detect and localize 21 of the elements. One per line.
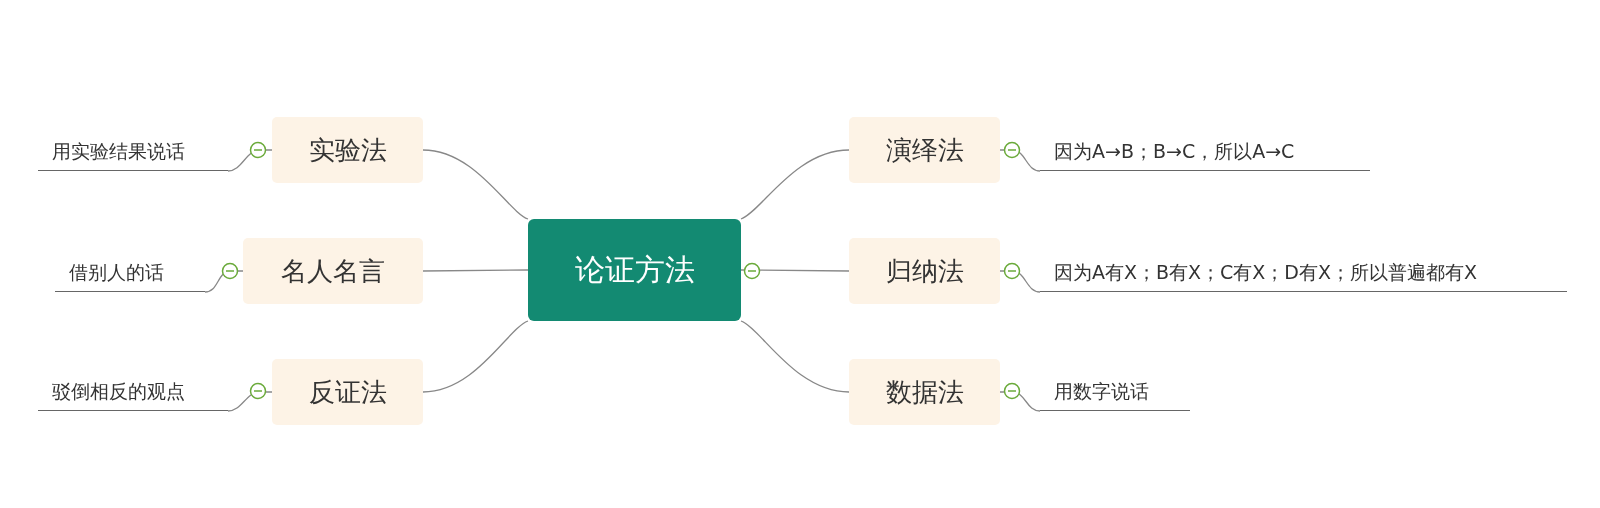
center-box: 论证方法 — [528, 219, 741, 321]
topic-box: 数据法 — [849, 359, 1000, 425]
underlined-text: 用数字说话 — [1040, 374, 1190, 411]
connector-line — [422, 149, 529, 220]
connector-line — [227, 391, 273, 412]
topic-box: 归纳法 — [849, 238, 1000, 304]
connector-line — [740, 269, 850, 272]
connector-line — [740, 320, 850, 393]
underlined-text: 借别人的话 — [55, 255, 205, 292]
connector-line — [422, 269, 529, 272]
connector-line — [740, 149, 850, 220]
underlined-text: 驳倒相反的观点 — [38, 374, 228, 411]
topic-box: 实验法 — [272, 117, 423, 183]
underlined-text: 因为A有X；B有X；C有X；D有X；所以普遍都有X — [1040, 255, 1567, 292]
underlined-text: 用实验结果说话 — [38, 134, 228, 171]
connector-line — [422, 320, 529, 393]
connector-line — [999, 391, 1041, 412]
underlined-text: 因为A→B；B→C，所以A→C — [1040, 134, 1370, 171]
topic-box: 名人名言 — [243, 238, 423, 304]
topic-box: 反证法 — [272, 359, 423, 425]
topic-box: 演绎法 — [849, 117, 1000, 183]
